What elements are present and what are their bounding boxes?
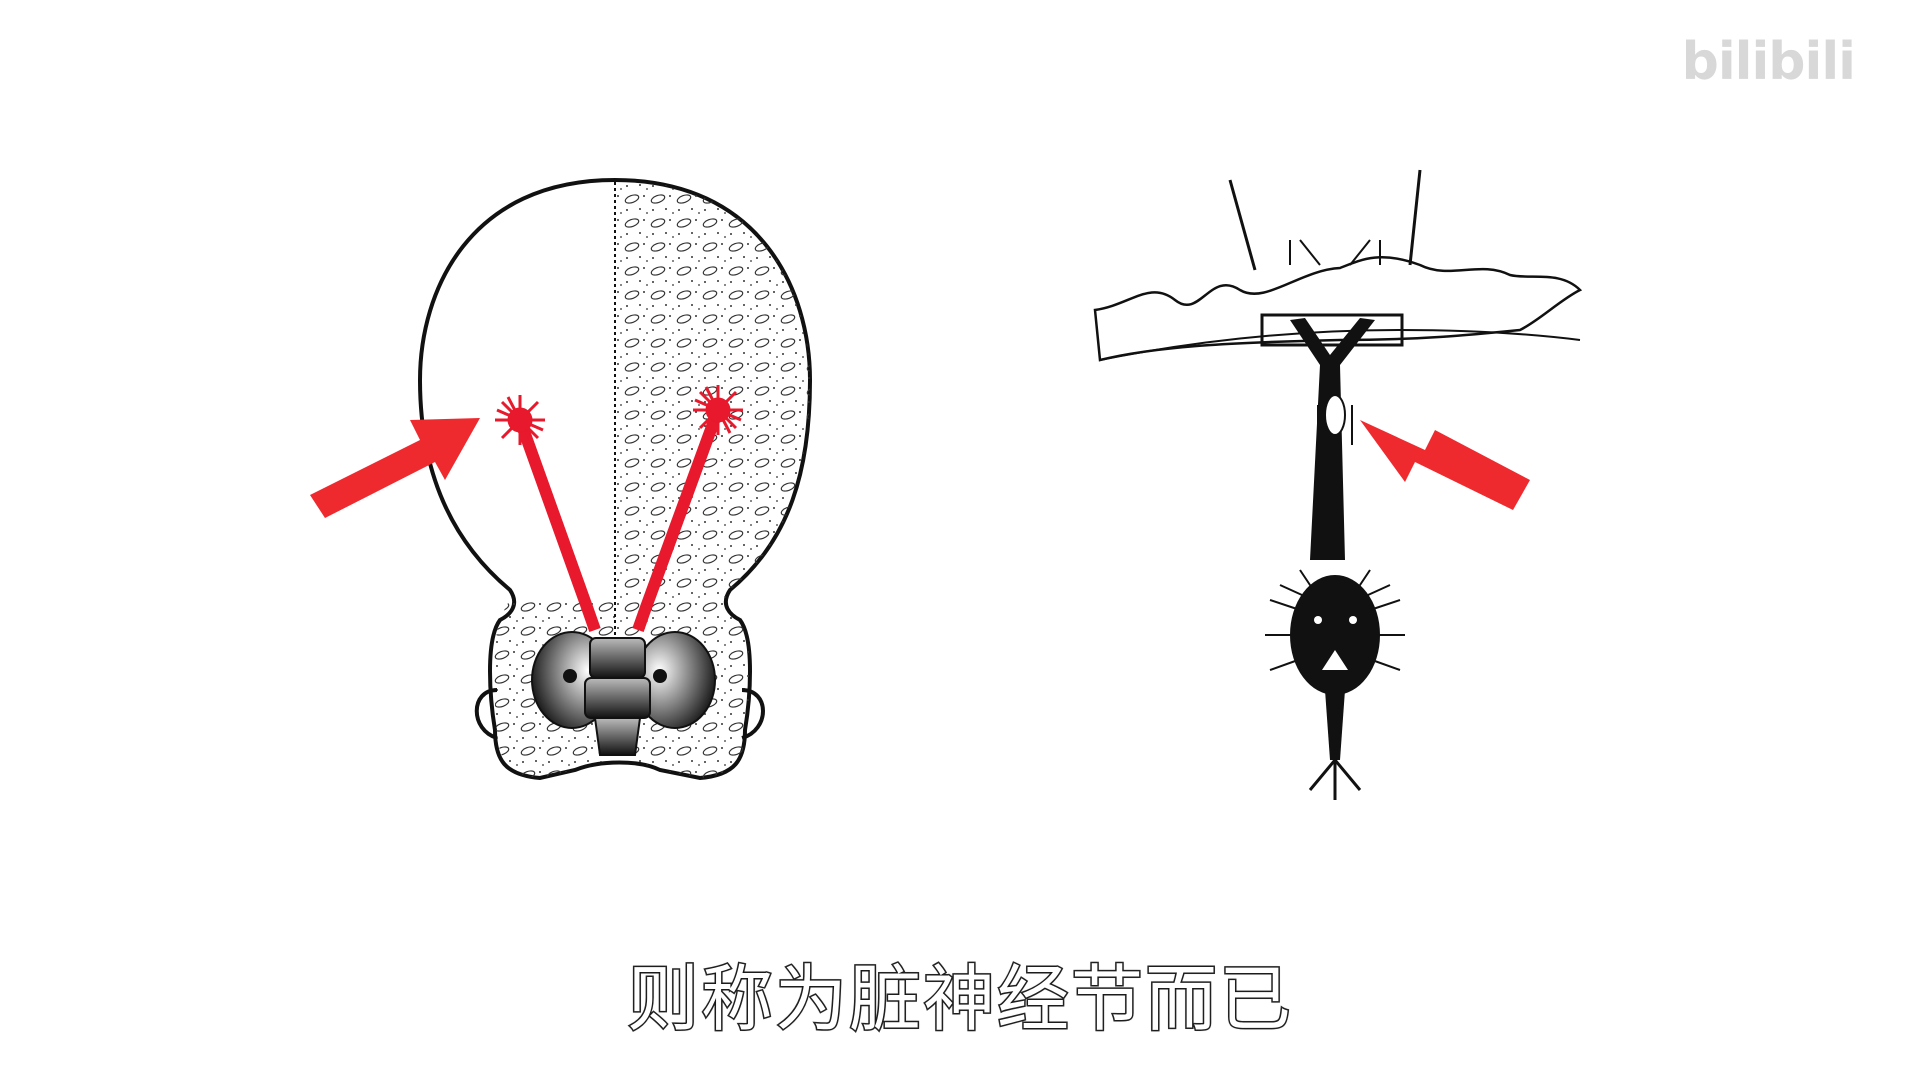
red-arrow-icon xyxy=(310,418,480,518)
bilibili-watermark: bilibili xyxy=(1681,32,1856,92)
subtitle-caption: 则称为脏神经节而已 xyxy=(625,956,1293,1043)
red-fibers xyxy=(495,385,743,632)
red-arrow-icon xyxy=(1360,420,1530,510)
